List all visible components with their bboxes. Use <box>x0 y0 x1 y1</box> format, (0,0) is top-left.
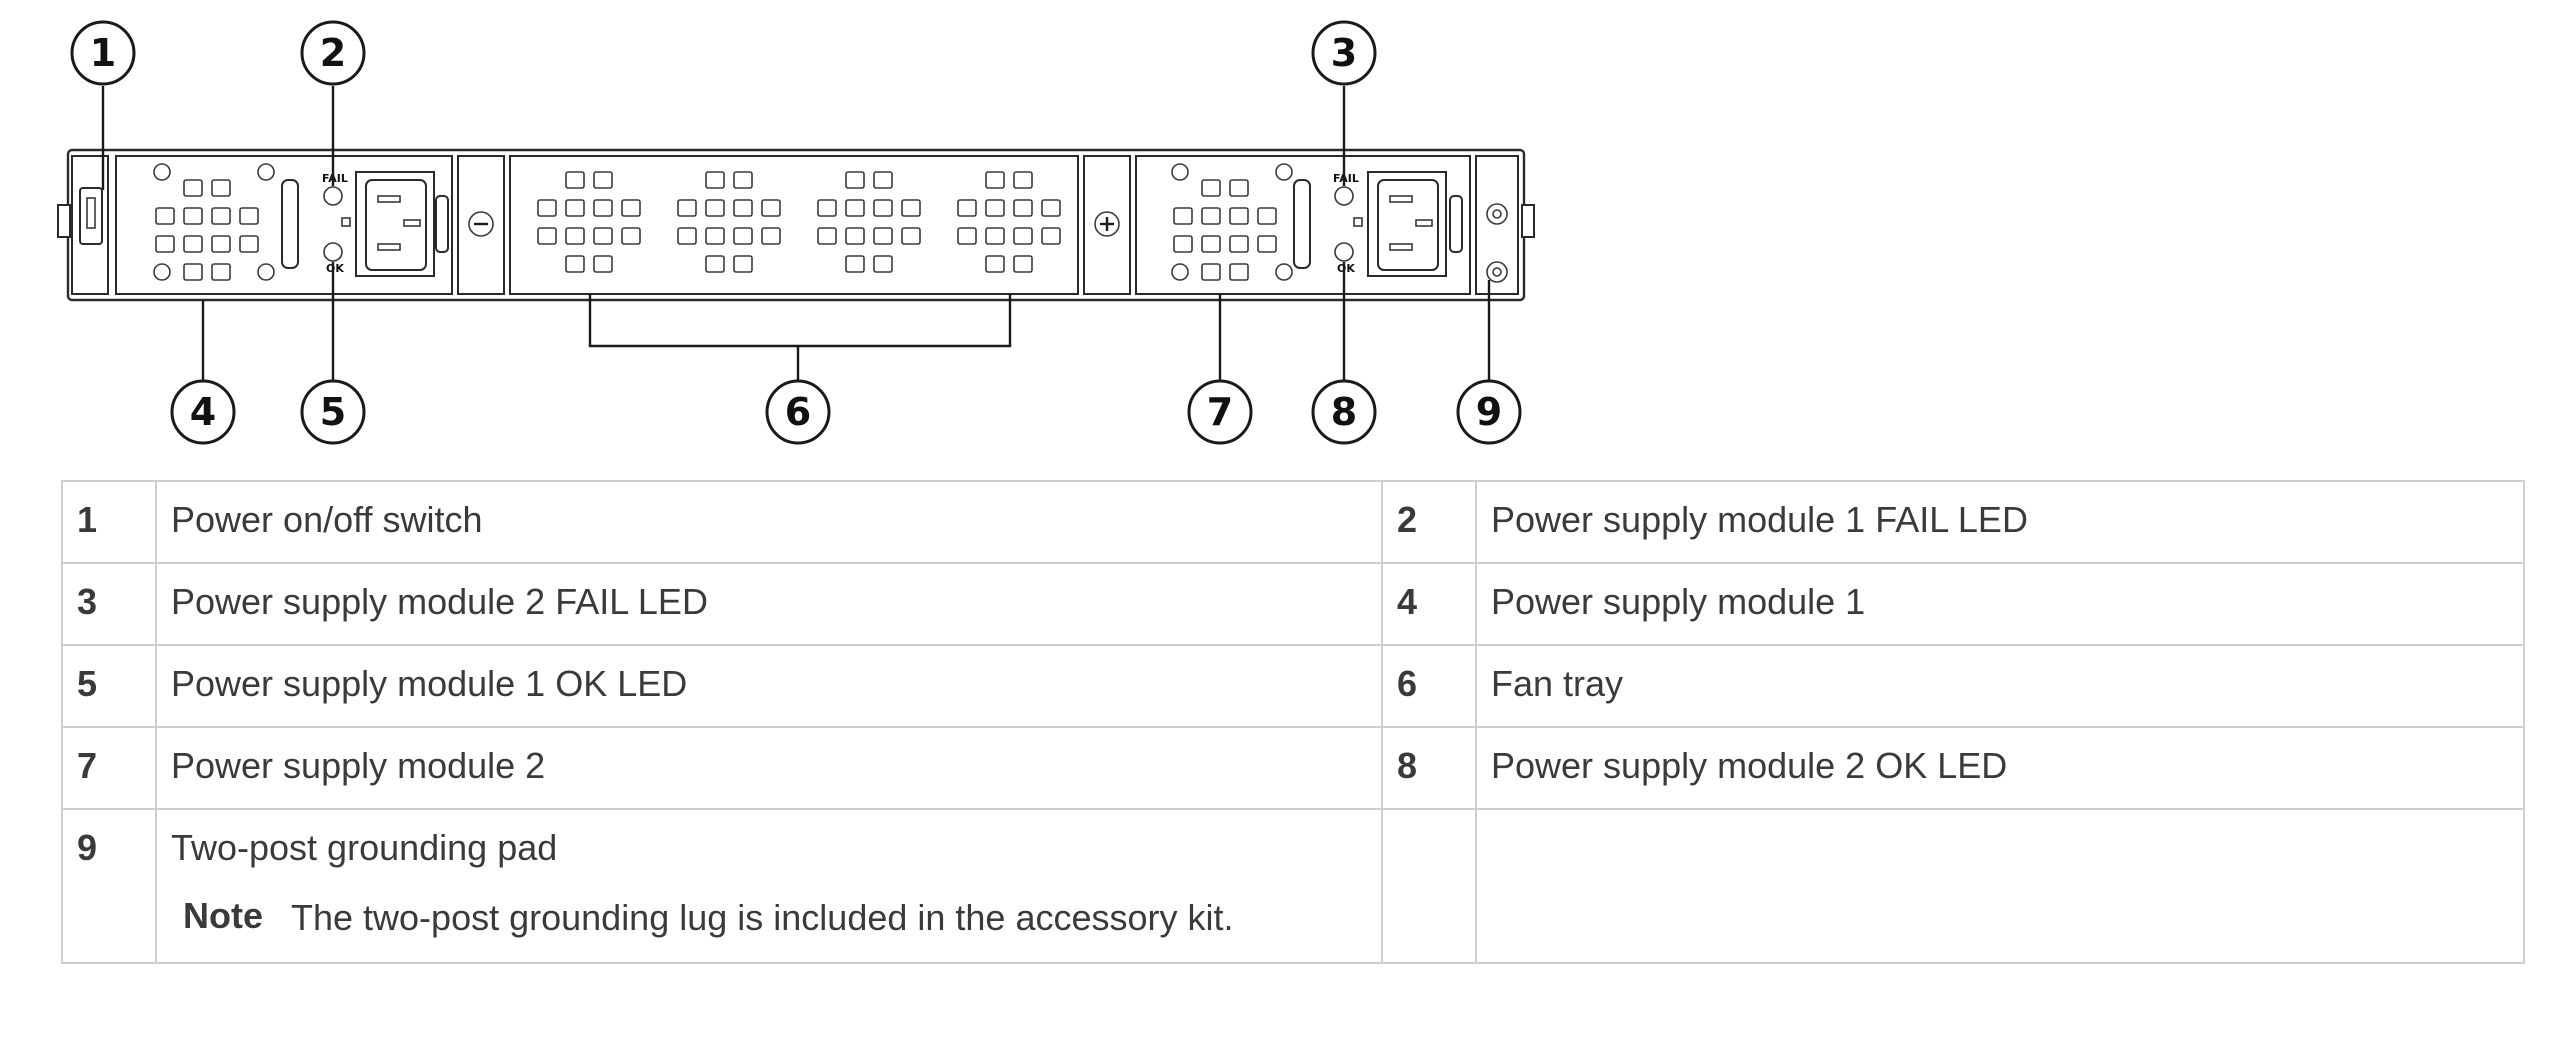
legend-row: 1 Power on/off switch 2 Power supply mod… <box>61 480 2525 564</box>
legend-row: 7 Power supply module 2 8 Power supply m… <box>61 726 2525 810</box>
psu1-ok-led <box>323 242 343 262</box>
legend-description: Power supply module 2 FAIL LED <box>155 562 1383 646</box>
legend-row: 5 Power supply module 1 OK LED 6 Fan tra… <box>61 644 2525 728</box>
legend-description: Power supply module 1 FAIL LED <box>1475 480 2525 564</box>
legend-row: 9 Two-post grounding pad Note The two-po… <box>61 808 2525 964</box>
callout-3: 3 <box>1311 20 1377 86</box>
svg-text:2: 2 <box>320 31 346 75</box>
legend-number: 2 <box>1381 480 1477 564</box>
svg-text:8: 8 <box>1331 390 1357 434</box>
legend-table: 1 Power on/off switch 2 Power supply mod… <box>61 480 2525 964</box>
callout-4: 4 <box>170 379 236 445</box>
svg-text:4: 4 <box>190 390 216 434</box>
legend-description: Power supply module 1 OK LED <box>155 644 1383 728</box>
legend-description: Two-post grounding pad <box>171 827 558 868</box>
psu2-fail-text: FAIL <box>1333 172 1359 185</box>
callout-1: 1 <box>70 20 136 86</box>
legend-row: 3 Power supply module 2 FAIL LED 4 Power… <box>61 562 2525 646</box>
legend-number: 6 <box>1381 644 1477 728</box>
psu2-fail-led <box>1334 186 1354 206</box>
psu1-fail-text: FAIL <box>322 172 348 185</box>
legend-number <box>1381 808 1477 964</box>
svg-text:3: 3 <box>1331 31 1357 75</box>
legend-description-with-note: Two-post grounding pad Note The two-post… <box>155 808 1383 964</box>
legend-number: 1 <box>61 480 157 564</box>
note-text: The two-post grounding lug is included i… <box>291 897 1234 938</box>
svg-text:7: 7 <box>1207 390 1233 434</box>
psu2-ok-text: OK <box>1337 262 1355 275</box>
callout-5: 5 <box>300 379 366 445</box>
grounding-pad <box>1475 155 1519 295</box>
callout-7: 7 <box>1187 379 1253 445</box>
svg-text:5: 5 <box>320 390 346 434</box>
callout-8: 8 <box>1311 379 1377 445</box>
callout-6: 6 <box>765 379 831 445</box>
legend-number: 9 <box>61 808 157 964</box>
legend-number: 8 <box>1381 726 1477 810</box>
svg-text:1: 1 <box>90 31 116 75</box>
legend-description: Fan tray <box>1475 644 2525 728</box>
svg-text:6: 6 <box>785 390 811 434</box>
psu2-ok-led <box>1334 242 1354 262</box>
callout-9: 9 <box>1456 379 1522 445</box>
note: Note The two-post grounding lug is inclu… <box>171 892 1367 944</box>
legend-description <box>1475 808 2525 964</box>
psu1-ok-text: OK <box>326 262 344 275</box>
note-label: Note <box>183 895 263 936</box>
legend-number: 5 <box>61 644 157 728</box>
legend-description: Power supply module 1 <box>1475 562 2525 646</box>
legend-number: 7 <box>61 726 157 810</box>
svg-text:9: 9 <box>1476 390 1502 434</box>
rear-panel-figure: FAIL OK FAIL OK <box>57 20 1535 445</box>
psu1-fail-led <box>323 186 343 206</box>
fan-tray <box>509 155 1079 295</box>
power-supply-module-2: FAIL OK <box>1135 155 1471 295</box>
legend-description: Power supply module 2 OK LED <box>1475 726 2525 810</box>
legend-number: 4 <box>1381 562 1477 646</box>
callout-2: 2 <box>300 20 366 86</box>
legend-number: 3 <box>61 562 157 646</box>
power-supply-module-1: FAIL OK <box>115 155 453 295</box>
legend-description: Power supply module 2 <box>155 726 1383 810</box>
legend-description: Power on/off switch <box>155 480 1383 564</box>
